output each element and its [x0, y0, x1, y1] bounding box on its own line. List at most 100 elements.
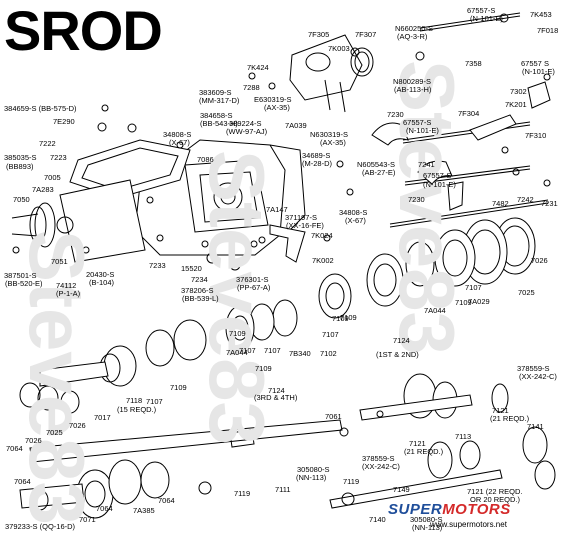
- part-label: 7050: [13, 195, 30, 204]
- part-label: 7119: [343, 477, 360, 486]
- part-label: N800289-S: [393, 77, 431, 86]
- watermark-text: Steve83: [383, 60, 471, 355]
- part-label: 7124: [393, 336, 410, 345]
- part-label: 15520: [181, 264, 202, 273]
- fasteners: [12, 13, 551, 506]
- part-label: 305080-S: [297, 465, 330, 474]
- part-label: 384658-S: [200, 111, 233, 120]
- part-label: 7288: [243, 83, 260, 92]
- part-label: 7061: [325, 412, 342, 421]
- part-label: 7B340: [289, 349, 311, 358]
- part-label: 7149: [393, 485, 410, 494]
- part-label: 7241: [418, 160, 435, 169]
- part-label: 67557 S: [521, 59, 549, 68]
- part-label: 7231: [541, 199, 558, 208]
- part-label: 7026: [25, 436, 42, 445]
- part-label: 7109: [340, 313, 357, 322]
- part-label: 7121 (22 REQD.: [467, 487, 523, 496]
- part-label: 7242: [517, 195, 534, 204]
- logo-brand-b: MOTORS: [442, 501, 511, 518]
- countershaft-gear-cluster: [318, 217, 536, 319]
- part-label: 7230: [387, 110, 404, 119]
- part-label: (AX-35): [264, 103, 290, 112]
- part-label: 376301-S: [236, 275, 269, 284]
- countershaft: [329, 373, 556, 509]
- part-label: 7109: [455, 298, 472, 307]
- part-label: 7K002: [312, 256, 334, 265]
- part-label: (XX-242-C): [519, 372, 557, 381]
- part-label: 7025: [518, 288, 535, 297]
- part-label: (N-101-E): [423, 180, 456, 189]
- part-label: 7F304: [458, 109, 480, 118]
- part-label: (NN-113): [296, 473, 327, 482]
- part-label: 7K201: [505, 100, 527, 109]
- page-title: SROD: [4, 0, 163, 62]
- part-label: 7223: [50, 153, 67, 162]
- part-label: (AQ-3-R): [397, 32, 428, 41]
- part-label: 7234: [191, 275, 208, 284]
- part-label: (X-67): [169, 138, 190, 147]
- part-label: 7A044: [424, 306, 446, 315]
- part-label: 7140: [369, 515, 386, 524]
- part-label: 7A385: [133, 506, 155, 515]
- part-label: 378206-S: [181, 286, 214, 295]
- part-label: 67557-S: [467, 6, 496, 15]
- mainshaft: [29, 419, 343, 463]
- part-label: 7064: [158, 496, 175, 505]
- shift-lever-arms: [269, 81, 551, 263]
- part-label: (N-101-E): [470, 14, 503, 23]
- part-label: 7K024: [311, 231, 333, 240]
- logo-brand: SUPERMOTORS: [388, 501, 511, 518]
- part-label: 7025: [46, 428, 63, 437]
- part-label: 7141: [527, 422, 544, 431]
- part-label: (N-101-E): [522, 67, 555, 76]
- part-label: 7E290: [53, 117, 75, 126]
- part-label: N660250-S: [395, 24, 433, 33]
- part-label: 7102: [320, 349, 337, 358]
- part-label: (B-104): [89, 278, 115, 287]
- part-label: 389224-S: [229, 119, 262, 128]
- part-label: 7107: [322, 330, 339, 339]
- part-label: 7F305: [308, 30, 330, 39]
- front-bearing-retainer: [11, 179, 146, 263]
- part-label: 7F310: [525, 131, 547, 140]
- part-label: 7109: [332, 314, 349, 323]
- part-label: (M-28-D): [302, 159, 332, 168]
- part-label: (AB-113-H): [394, 85, 432, 94]
- watermark-text: Steve83: [193, 150, 281, 445]
- part-label: 7051: [51, 257, 68, 266]
- part-label: 7071: [79, 515, 96, 524]
- part-label: 7118: [126, 396, 143, 405]
- part-label: E630319-S: [254, 95, 292, 104]
- part-label: N630319-S: [310, 130, 348, 139]
- part-label: 7A147: [266, 205, 288, 214]
- part-label: (WW-97-AJ): [226, 127, 268, 136]
- supermotors-logo: SUPERMOTORS www.supermotors.net: [384, 498, 565, 534]
- part-label: (AB-27-E): [362, 168, 396, 177]
- part-label: (PP-67-A): [237, 283, 271, 292]
- part-label: (P-1-A): [56, 289, 81, 298]
- part-label: 7121: [409, 439, 426, 448]
- part-label: 7222: [39, 139, 56, 148]
- part-label: 34808-S: [339, 208, 368, 217]
- part-label: (NN-113): [412, 523, 443, 532]
- part-label: 7119: [234, 489, 251, 498]
- part-label: (XX-16-FE): [286, 221, 324, 230]
- part-label: 7K424: [247, 63, 269, 72]
- part-label: 385035-S: [4, 153, 37, 162]
- input-shaft: [19, 345, 137, 414]
- part-label: 378559-S: [517, 364, 550, 373]
- part-label: (X-67): [345, 216, 366, 225]
- part-label: 7124: [268, 386, 285, 395]
- part-label: (15 REQD.): [117, 405, 157, 414]
- part-label: 7358: [465, 59, 482, 68]
- part-label: 7121: [492, 406, 509, 415]
- watermark-text: Steve83: [13, 230, 101, 525]
- part-label: 7005: [44, 173, 61, 182]
- part-label: 7233: [149, 261, 166, 270]
- part-label: (BB-543-H): [200, 119, 238, 128]
- part-label: (BB-539-L): [182, 294, 219, 303]
- part-label: (1ST & 2ND): [376, 350, 419, 359]
